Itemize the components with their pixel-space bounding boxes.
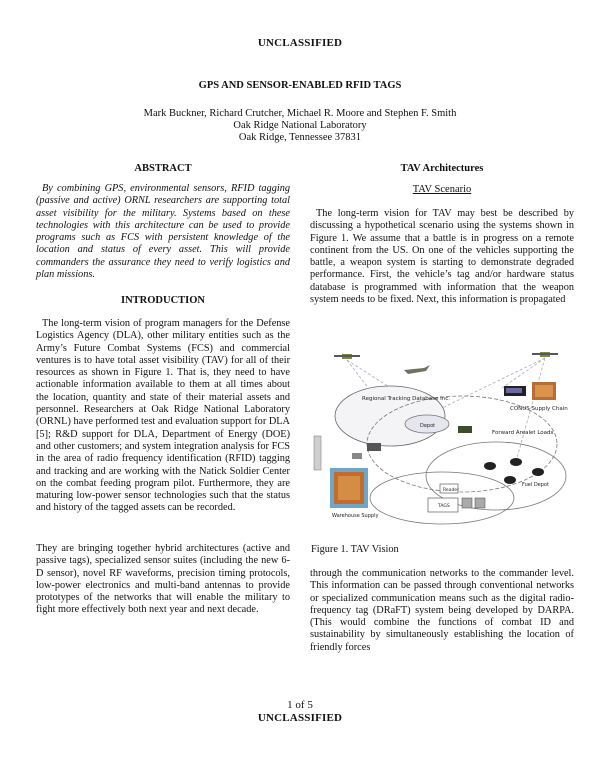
building-icon [532, 382, 556, 400]
figure-label-warehouse: Warehouse Supply [332, 513, 378, 519]
abstract-heading: ABSTRACT [134, 163, 192, 174]
tav-scenario-paragraph-1: The long-term vision for TAV may best be… [310, 208, 574, 306]
figure-label-reader: Reader [443, 487, 459, 493]
aircraft-icon [404, 365, 430, 374]
vehicle-icon [352, 443, 381, 459]
figure-caption: Figure 1. TAV Vision [311, 544, 399, 555]
vehicle-icon [458, 426, 472, 433]
figure-label-fuel-depot: Fuel Depot [522, 482, 549, 488]
figure-label-regional: Regional Tracking Database Inc. [362, 396, 450, 402]
fuel-tank-icon [484, 458, 544, 484]
paper-title: GPS AND SENSOR-ENABLED RFID TAGS [198, 80, 402, 91]
tags-icon [427, 497, 459, 513]
figure-label-depot: Depot [420, 423, 435, 429]
tav-vision-diagram: Regional Tracking Database Inc. Depot CO… [313, 352, 568, 525]
warehouse-icon [330, 468, 368, 508]
introduction-paragraph-2: They are bringing together hybrid archit… [36, 543, 290, 616]
tav-scenario-paragraph-2: through the communication networks to th… [310, 568, 574, 653]
subsection-heading-tav-scenario: TAV Scenario [412, 184, 472, 195]
classification-header: UNCLASSIFIED [257, 37, 343, 49]
truck-icon [504, 386, 526, 396]
page-number: 1 of 5 [287, 699, 313, 711]
figure-label-forward: Forward Arealet Loads [492, 430, 554, 436]
affiliation: Oak Ridge National Laboratory [233, 120, 367, 131]
section-heading-tav-architectures: TAV Architectures [400, 163, 484, 174]
figure-label-conus: CONUS Supply Chain [510, 406, 568, 412]
author-list: Mark Buckner, Richard Crutcher, Michael … [143, 108, 457, 119]
introduction-heading: INTRODUCTION [120, 295, 205, 306]
figure-tav-vision: Regional Tracking Database Inc. Depot CO… [312, 348, 574, 533]
abstract-text: By combining GPS, environmental sensors,… [36, 183, 290, 281]
affiliation-location: Oak Ridge, Tennessee 37831 [238, 132, 362, 143]
satellite-icon [334, 354, 360, 359]
figure-label-tags: TAGS [437, 503, 450, 509]
introduction-paragraph-1: The long-term vision of program managers… [36, 318, 290, 514]
computer-icon [313, 435, 322, 471]
classification-footer: UNCLASSIFIED [257, 712, 343, 724]
reader-icon [439, 483, 459, 494]
satellite-icon [532, 352, 558, 357]
pallet-icon [461, 497, 486, 509]
